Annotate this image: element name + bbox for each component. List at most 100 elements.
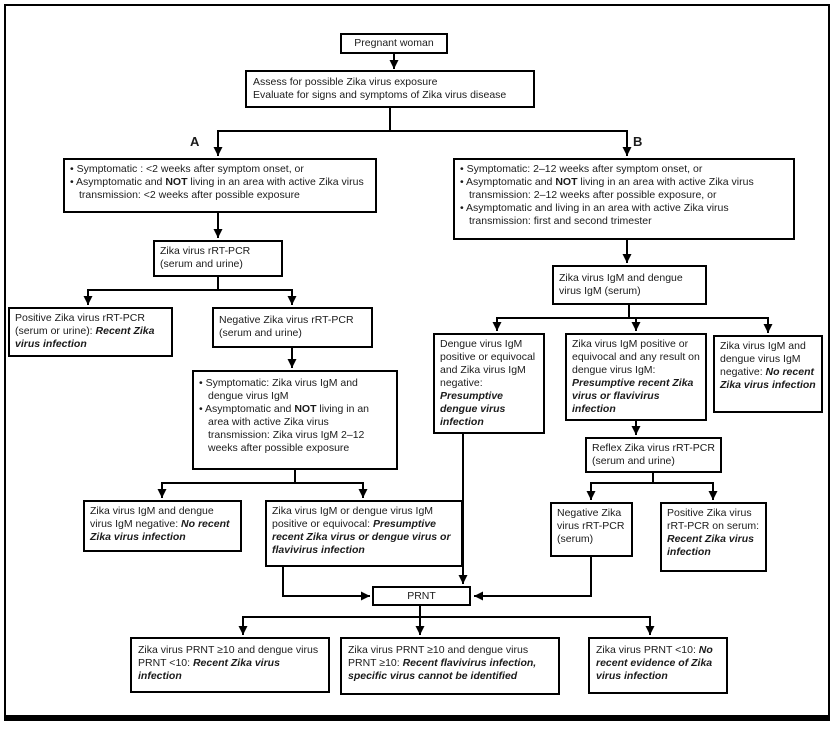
- branch-label-b: B: [633, 134, 643, 149]
- text-run: No recent Zika virus infection: [720, 366, 816, 391]
- text-run: Zika virus PRNT <10:: [596, 644, 699, 656]
- text-run: Zika virus IgM and dengue virus IgM (ser…: [559, 272, 683, 297]
- text-line: Asymptomatic and NOT living in an area w…: [460, 176, 788, 202]
- branch-label-a: A: [190, 134, 200, 149]
- text-line: Zika virus IgM and dengue virus IgM nega…: [720, 340, 816, 392]
- text-run: Zika virus IgM and dengue virus IgM nega…: [720, 340, 806, 378]
- text-run: Recent Zika virus infection: [667, 533, 754, 558]
- text-run: Negative Zika virus rRT-PCR: [219, 314, 354, 326]
- text-line: Symptomatic : <2 weeks after symptom ons…: [70, 163, 370, 176]
- text-run: living in an area with active Zika virus…: [208, 403, 370, 454]
- text-run: Recent flavivirus infection, specific vi…: [348, 657, 537, 682]
- text-line: PRNT: [407, 590, 436, 603]
- text-run: NOT: [294, 403, 317, 415]
- node-positive-rrtpcr: Positive Zika virus rRT-PCR (serum or ur…: [8, 307, 173, 357]
- text-line: (serum and urine): [219, 327, 366, 340]
- text-line: (serum and urine): [160, 258, 276, 271]
- text-run: NOT: [555, 176, 578, 188]
- text-line: Dengue virus IgM positive or equivocal a…: [440, 338, 538, 429]
- text-run: (serum and urine): [160, 258, 243, 270]
- text-run: Zika virus IgM or dengue virus IgM posit…: [272, 505, 434, 530]
- text-line: Positive Zika virus rRT-PCR on serum: Re…: [667, 507, 760, 559]
- text-run: NOT: [165, 176, 188, 188]
- node-prnt-flavivirus: Zika virus PRNT ≥10 and dengue virus PRN…: [340, 637, 560, 695]
- text-run: Symptomatic : <2 weeks after symptom ons…: [76, 163, 304, 175]
- node-negative-serum: Negative Zika virus rRT-PCR (serum): [550, 502, 633, 557]
- connector-lines: [83, 54, 773, 635]
- text-line: Asymptomatic and NOT living in an area w…: [199, 403, 391, 455]
- text-run: Symptomatic: Zika virus IgM and dengue v…: [205, 377, 358, 402]
- text-line: Positive Zika virus rRT-PCR (serum or ur…: [15, 312, 166, 351]
- text-run: Recent Zika virus infection: [15, 325, 155, 350]
- text-run: Zika virus PRNT ≥10 and dengue virus PRN…: [138, 644, 319, 669]
- text-run: Zika virus IgM positive or equivocal and…: [572, 338, 700, 376]
- text-run: Asymptomatic and: [466, 176, 556, 188]
- connector-trunks: [87, 107, 769, 618]
- text-run: Presumptive recent Zika virus or dengue …: [272, 518, 451, 556]
- node-pregnant-woman: Pregnant woman: [340, 33, 448, 54]
- text-line: Evaluate for signs and symptoms of Zika …: [253, 89, 527, 102]
- node-igm-negative-b: Zika virus IgM and dengue virus IgM nega…: [713, 335, 823, 413]
- text-line: Assess for possible Zika virus exposure: [253, 76, 527, 89]
- text-run: Reflex Zika virus rRT-PCR: [592, 442, 715, 454]
- node-negative-rrtpcr: Negative Zika virus rRT-PCR(serum and ur…: [212, 307, 373, 348]
- text-run: Negative Zika virus rRT-PCR (serum): [557, 507, 625, 545]
- text-line: Pregnant woman: [354, 37, 433, 50]
- text-run: Positive Zika virus rRT-PCR (serum or ur…: [15, 312, 145, 337]
- text-run: Zika virus PRNT ≥10 and dengue virus PRN…: [348, 644, 529, 669]
- text-line: Zika virus IgM or dengue virus IgM posit…: [272, 505, 456, 557]
- text-run: Dengue virus IgM positive or equivocal a…: [440, 338, 536, 389]
- text-run: PRNT: [407, 589, 436, 602]
- figure-border: [4, 4, 830, 721]
- text-run: No recent evidence of Zika virus infecti…: [596, 644, 713, 682]
- text-line: Zika virus rRT-PCR: [160, 245, 276, 258]
- text-line: (serum and urine): [592, 455, 715, 468]
- text-line: Asymptomatic and NOT living in an area w…: [70, 176, 370, 202]
- text-line: Symptomatic: 2–12 weeks after symptom on…: [460, 163, 788, 176]
- node-branch-a-criteria: Symptomatic : <2 weeks after symptom ons…: [63, 158, 377, 213]
- text-line: Reflex Zika virus rRT-PCR: [592, 442, 715, 455]
- node-branch-b-criteria: Symptomatic: 2–12 weeks after symptom on…: [453, 158, 795, 240]
- text-run: Asymptomatic and: [205, 403, 295, 415]
- text-run: Zika virus IgM and dengue virus IgM nega…: [90, 505, 214, 530]
- text-run: Positive Zika virus rRT-PCR on serum:: [667, 507, 759, 532]
- text-line: Asymptomatic and living in an area with …: [460, 202, 788, 228]
- node-prnt-no-evidence: Zika virus PRNT <10: No recent evidence …: [588, 637, 728, 694]
- text-line: Zika virus PRNT ≥10 and dengue virus PRN…: [348, 644, 552, 683]
- text-run: Presumptive recent Zika virus or flavivi…: [572, 377, 694, 415]
- text-run: Asymptomatic and: [76, 176, 166, 188]
- text-run: (serum and urine): [219, 327, 302, 339]
- node-igm-negative-a: Zika virus IgM and dengue virus IgM nega…: [83, 500, 242, 552]
- text-line: Zika virus IgM positive or equivocal and…: [572, 338, 700, 416]
- text-line: Zika virus PRNT <10: No recent evidence …: [596, 644, 720, 683]
- text-run: Recent Zika virus infection: [138, 657, 280, 682]
- text-run: living in an area with active Zika virus…: [79, 176, 364, 201]
- text-line: Zika virus PRNT ≥10 and dengue virus PRN…: [138, 644, 322, 683]
- node-zika-presumptive-b: Zika virus IgM positive or equivocal and…: [565, 333, 707, 421]
- node-positive-serum: Positive Zika virus rRT-PCR on serum: Re…: [660, 502, 767, 572]
- text-run: Presumptive dengue virus infection: [440, 390, 506, 428]
- node-dengue-presumptive: Dengue virus IgM positive or equivocal a…: [433, 333, 545, 434]
- node-zika-rrtpcr: Zika virus rRT-PCR(serum and urine): [153, 240, 283, 277]
- node-reflex-rrtpcr: Reflex Zika virus rRT-PCR(serum and urin…: [585, 437, 722, 473]
- text-run: Zika virus rRT-PCR: [160, 245, 251, 257]
- node-igm-testing-a: Symptomatic: Zika virus IgM and dengue v…: [192, 370, 398, 470]
- text-run: living in an area with active Zika virus…: [469, 176, 754, 201]
- text-run: Symptomatic: 2–12 weeks after symptom on…: [466, 163, 703, 175]
- text-run: (serum and urine): [592, 455, 675, 467]
- text-run: Asymptomatic and living in an area with …: [466, 202, 729, 227]
- node-prnt-zika-recent: Zika virus PRNT ≥10 and dengue virus PRN…: [130, 637, 330, 693]
- text-run: Assess for possible Zika virus exposure: [253, 76, 438, 88]
- text-run: Pregnant woman: [354, 37, 434, 49]
- text-line: Negative Zika virus rRT-PCR (serum): [557, 507, 626, 546]
- text-line: Zika virus IgM and dengue virus IgM (ser…: [559, 272, 700, 298]
- text-line: Negative Zika virus rRT-PCR: [219, 314, 366, 327]
- text-run: No recent Zika virus infection: [90, 518, 230, 543]
- node-igm-serum-b: Zika virus IgM and dengue virus IgM (ser…: [552, 265, 707, 305]
- node-igm-positive-a: Zika virus IgM or dengue virus IgM posit…: [265, 500, 463, 567]
- node-prnt: PRNT: [372, 586, 471, 606]
- text-run: Evaluate for signs and symptoms of Zika …: [253, 89, 507, 101]
